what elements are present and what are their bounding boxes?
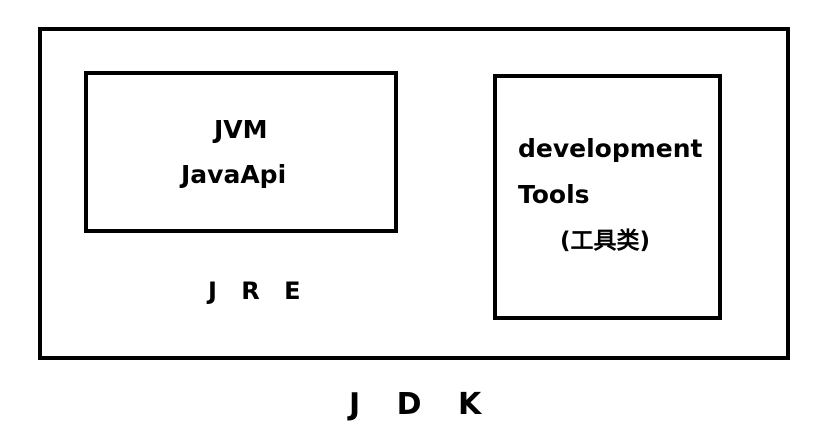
jvm-javaapi-box — [84, 71, 398, 233]
jdk-label: J D K — [349, 387, 495, 422]
jvm-label: JVM — [214, 115, 268, 144]
jre-label: J R E — [208, 277, 309, 305]
development-label: development — [518, 134, 703, 163]
tools-label: Tools — [518, 180, 590, 209]
javaapi-label: JavaApi — [181, 160, 287, 189]
tools-chinese-label: (工具类) — [560, 228, 651, 254]
development-tools-box — [493, 74, 722, 320]
